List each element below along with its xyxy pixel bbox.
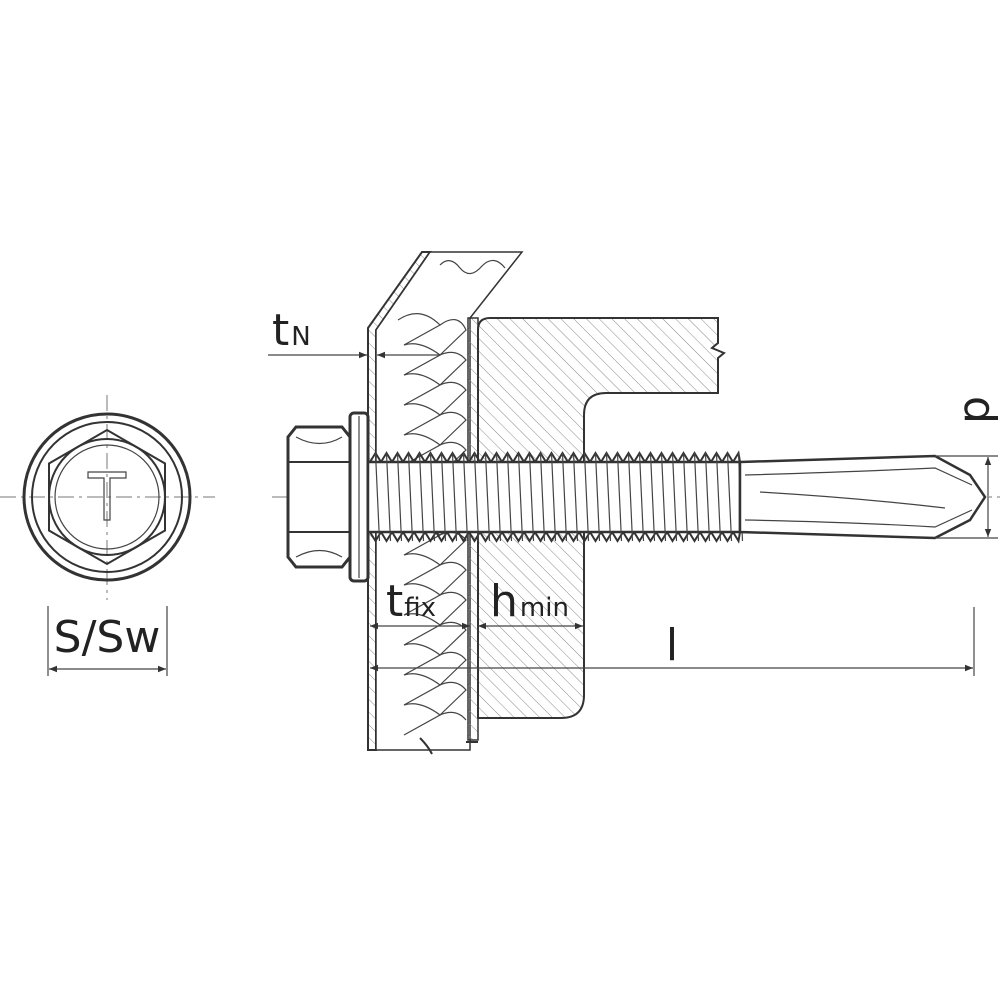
- d-label: d: [954, 396, 1000, 424]
- break-line-top: [439, 259, 506, 275]
- drill-flute-middle: [759, 491, 946, 509]
- steel-substrate: [477, 317, 726, 719]
- tn-dimension: tN: [268, 305, 440, 359]
- hex-chamfer-circle: [54, 444, 160, 550]
- tfix-label-main: t: [386, 576, 403, 627]
- washer-inner-circle: [31, 421, 183, 573]
- hex-outline: [48, 428, 166, 566]
- hmin-label: hmin: [490, 576, 569, 627]
- thread-flanks: [374, 452, 744, 542]
- hex-head: [286, 425, 352, 569]
- hmin-label-sub: min: [520, 593, 569, 623]
- l-label: l: [666, 620, 678, 671]
- d-dimension: d: [935, 396, 1000, 539]
- washer-outer-circle: [22, 412, 192, 582]
- tfix-label: tfix: [386, 576, 436, 627]
- tn-label-sub: N: [291, 322, 310, 352]
- hmin-label-main: h: [490, 576, 518, 627]
- break-line-bottom: [368, 737, 478, 755]
- drill-point: [738, 454, 987, 540]
- hmin-dimension: hmin: [478, 576, 583, 630]
- hex-chamfer: [295, 436, 343, 558]
- thread-crests-bottom: [369, 531, 741, 544]
- screw-side-view: [272, 411, 1000, 583]
- steel-block: [477, 317, 726, 719]
- tfix-dimension: tfix: [370, 576, 470, 630]
- sw-dimension: S/Sw: [47, 606, 168, 676]
- drill-flute-bottom: [744, 509, 973, 528]
- tn-label-main: t: [272, 305, 289, 356]
- sw-label: S/Sw: [54, 612, 161, 663]
- drill-flute-top: [744, 467, 973, 486]
- t-mark-icon: [87, 471, 127, 521]
- head-top-view: [0, 395, 215, 600]
- tn-label: tN: [272, 305, 311, 356]
- hex-face-circle: [48, 438, 166, 556]
- l-dimension: l: [370, 607, 975, 676]
- tfix-label-sub: fix: [404, 593, 436, 623]
